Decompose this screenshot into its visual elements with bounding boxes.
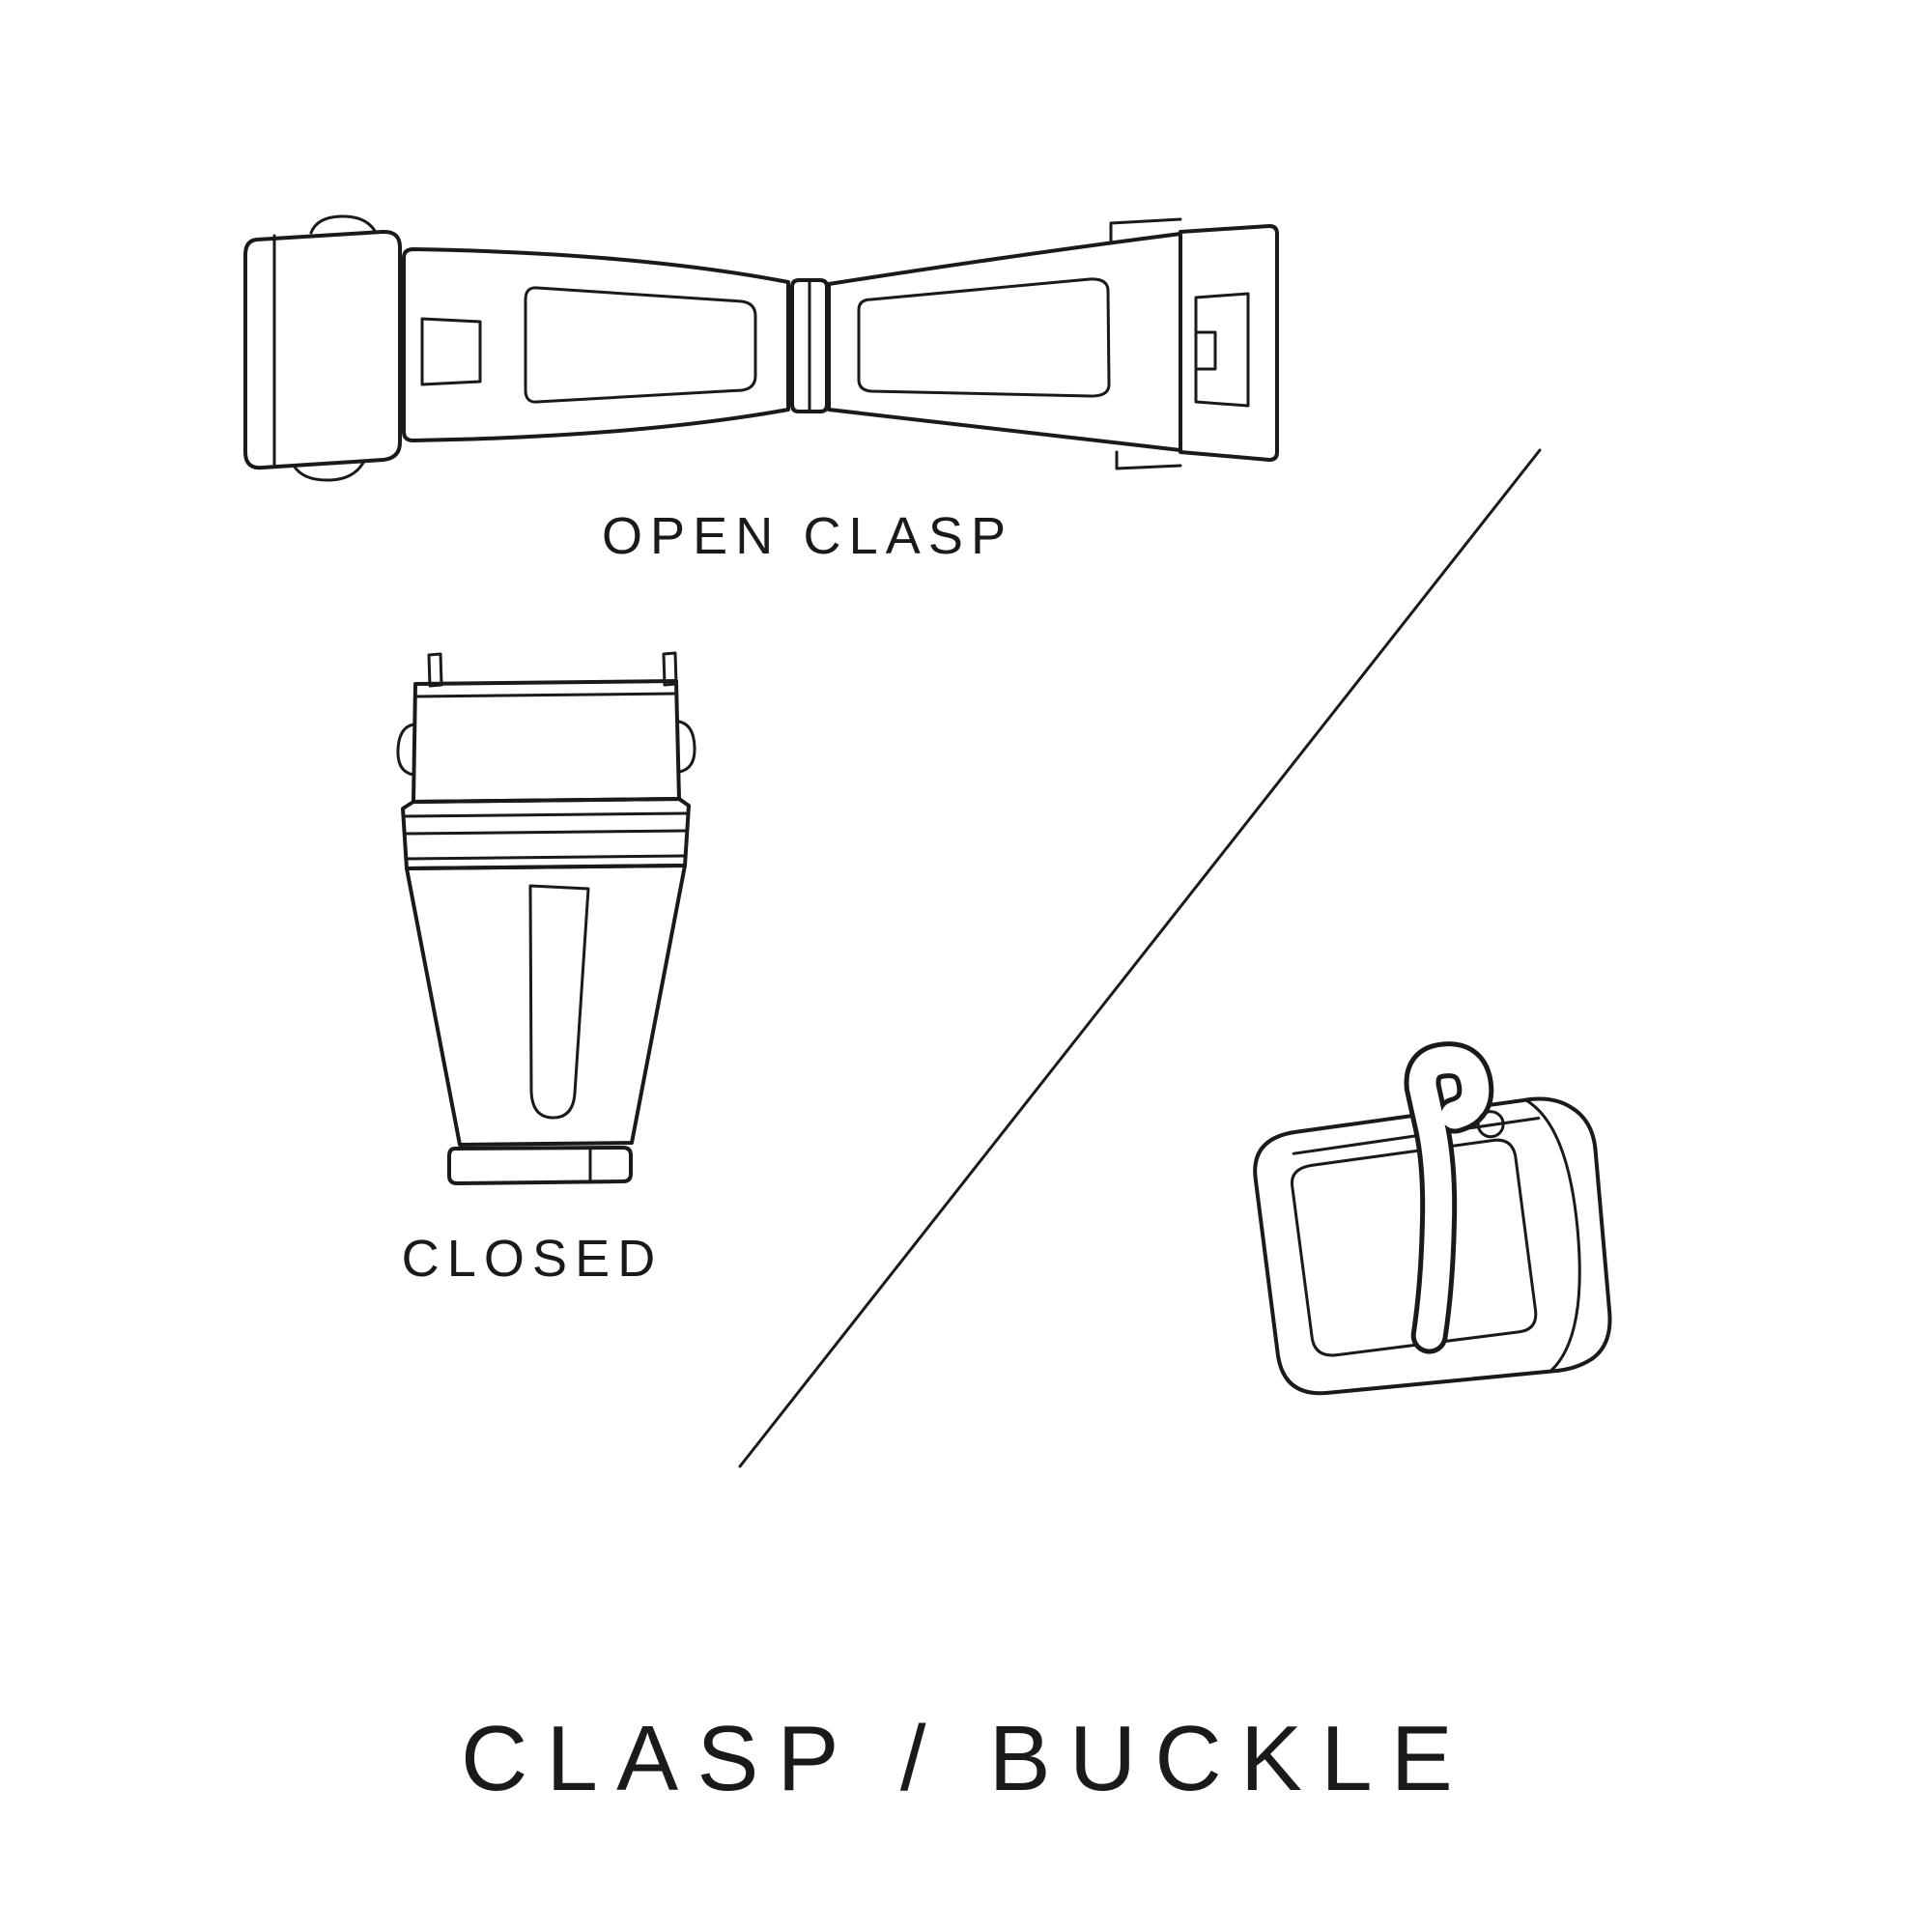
diagonal-divider-line [738, 448, 1542, 1468]
buckle-illustration [1253, 1041, 1612, 1396]
closed-label: CLOSED [401, 1230, 664, 1288]
open-clasp-label: OPEN CLASP [601, 507, 1014, 565]
closed-clasp-illustration [396, 651, 696, 1185]
diagram-title: CLASP / BUCKLE [460, 1707, 1472, 1810]
open-clasp-illustration [243, 214, 1279, 482]
